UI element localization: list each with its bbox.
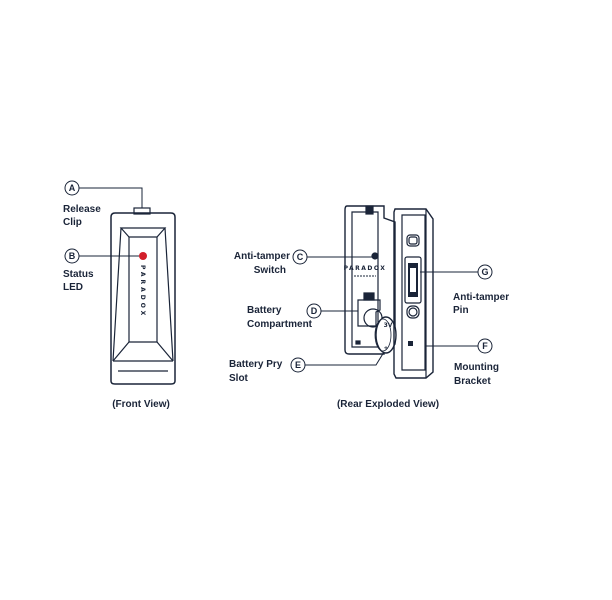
callout-e-label-line1: Battery Pry <box>229 359 283 370</box>
callout-a-letter: A <box>69 183 76 193</box>
callout-d-letter: D <box>311 306 318 316</box>
callout-b: B Status LED <box>63 248 139 293</box>
callout-b-letter: B <box>69 251 76 261</box>
callout-e-label-line2: Slot <box>229 373 249 384</box>
callout-c-label-line1: Anti-tamper <box>234 251 290 262</box>
callout-f-letter: F <box>482 341 488 351</box>
battery-plus-sign: + <box>383 345 388 352</box>
status-led <box>139 252 147 260</box>
front-view-device <box>110 207 176 385</box>
callout-c-label-line2: Switch <box>254 265 286 276</box>
callout-a-label-line1: Release <box>63 204 101 215</box>
callout-c-letter: C <box>297 252 304 262</box>
battery-voltage-text: 3V <box>384 322 393 329</box>
callout-e: E Battery Pry Slot <box>229 351 385 384</box>
callout-f-label-line2: Bracket <box>454 376 491 387</box>
callout-b-label-line2: LED <box>63 282 83 293</box>
battery-compartment <box>357 292 383 328</box>
callout-f-label-line1: Mounting <box>454 362 499 373</box>
mounting-bracket <box>393 208 434 379</box>
callout-g: G Anti-tamper Pin <box>420 264 509 316</box>
callout-g-letter: G <box>481 267 488 277</box>
callout-d-label-line1: Battery <box>247 305 282 316</box>
callout-d-label-line2: Compartment <box>247 319 313 330</box>
front-view-caption: (Front View) <box>112 399 170 410</box>
callout-f: F Mounting Bracket <box>426 338 499 387</box>
callout-a-label-line2: Clip <box>63 217 82 228</box>
callout-g-label-line1: Anti-tamper <box>453 292 509 303</box>
front-brand-text: PARADOX <box>139 265 146 318</box>
callout-g-label-line2: Pin <box>453 305 469 316</box>
rear-brand-text: PARADOX <box>344 265 387 272</box>
callout-d: D Battery Compartment <box>247 303 358 330</box>
coin-battery: 3V + <box>374 316 397 354</box>
callout-b-label-line1: Status <box>63 269 94 280</box>
callout-a: A Release Clip <box>63 180 143 228</box>
rear-view-caption: (Rear Exploded View) <box>337 399 439 410</box>
callout-c: C Anti-tamper Switch <box>234 249 372 276</box>
callout-e-letter: E <box>295 360 301 370</box>
